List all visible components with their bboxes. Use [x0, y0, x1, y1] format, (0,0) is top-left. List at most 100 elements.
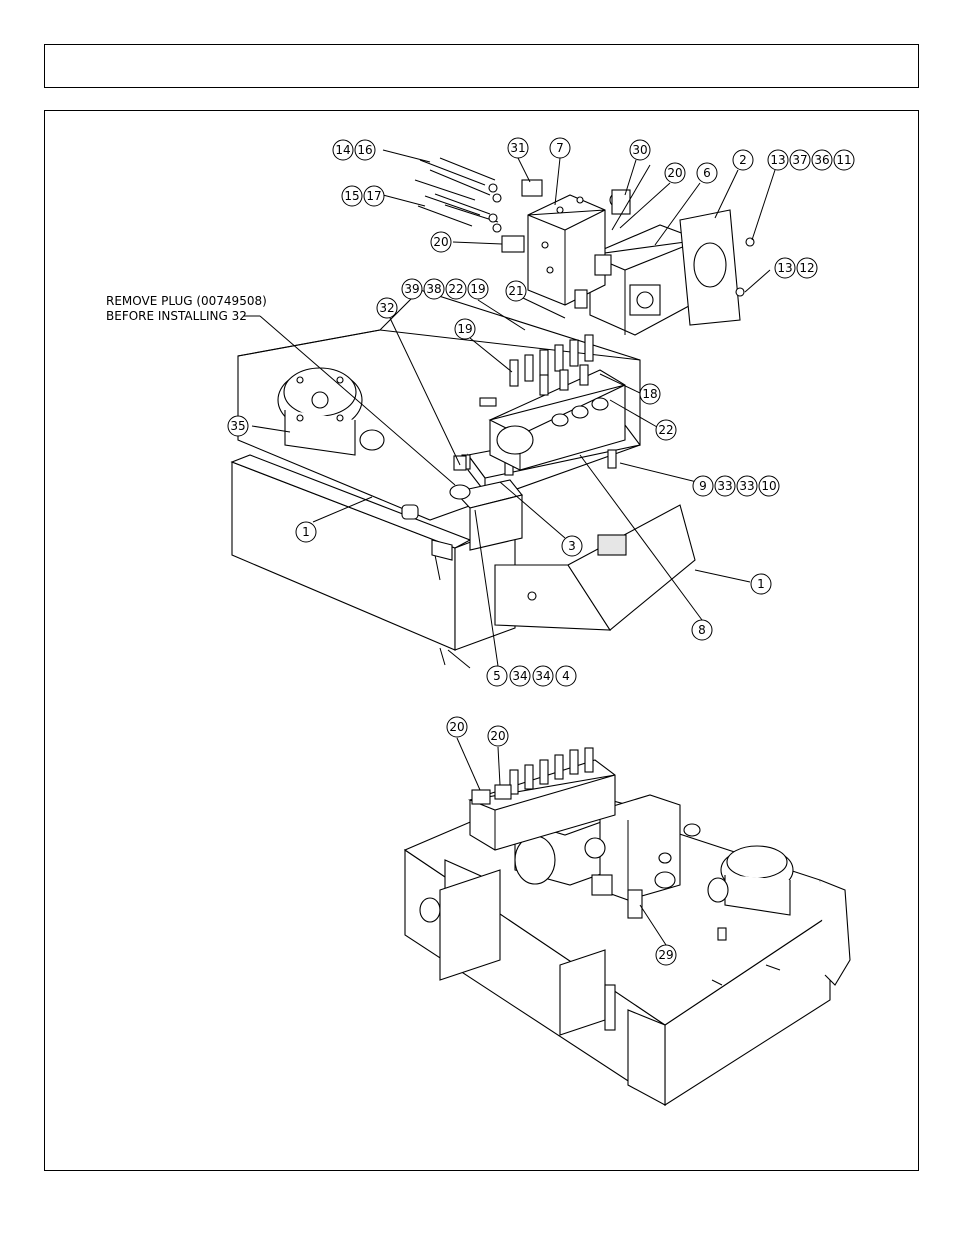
svg-text:5: 5	[493, 669, 501, 683]
callout-6: 6	[696, 162, 718, 184]
filter-assembly	[277, 367, 385, 456]
note-line-2: BEFORE INSTALLING 32	[106, 309, 247, 323]
callout-30: 30	[629, 139, 651, 161]
svg-text:16: 16	[357, 143, 372, 157]
svg-text:10: 10	[761, 479, 776, 493]
svg-text:37: 37	[792, 153, 807, 167]
diagram-frame	[44, 110, 919, 1171]
callout-13b: 13	[774, 257, 796, 279]
callout-8: 8	[691, 619, 713, 641]
svg-text:8: 8	[698, 623, 706, 637]
svg-text:19: 19	[457, 322, 472, 336]
callout-20c: 20	[446, 716, 468, 738]
control-valve-bank	[479, 334, 626, 471]
callout-22b: 22	[655, 419, 677, 441]
svg-text:21: 21	[508, 284, 523, 298]
callout-9: 9	[692, 475, 714, 497]
svg-text:18: 18	[642, 387, 657, 401]
callout-34a: 34	[509, 665, 531, 687]
svg-text:14: 14	[335, 143, 350, 157]
callout-2: 2	[732, 149, 754, 171]
callout-20a: 20	[664, 162, 686, 184]
callout-20d: 20	[487, 725, 509, 747]
svg-text:13: 13	[770, 153, 785, 167]
callout-37: 37	[789, 149, 811, 171]
svg-text:20: 20	[667, 166, 682, 180]
svg-text:1: 1	[757, 577, 765, 591]
install-note: REMOVE PLUG (00749508) BEFORE INSTALLING…	[106, 294, 267, 323]
svg-text:20: 20	[433, 235, 448, 249]
callout-3: 3	[561, 535, 583, 557]
svg-text:22: 22	[658, 423, 673, 437]
callout-33a: 33	[714, 475, 736, 497]
callout-11: 11	[833, 149, 855, 171]
callout-34b: 34	[532, 665, 554, 687]
svg-text:2: 2	[739, 153, 747, 167]
callout-5: 5	[486, 665, 508, 687]
svg-text:6: 6	[703, 166, 711, 180]
callout-22a: 22	[445, 278, 467, 300]
svg-text:34: 34	[535, 669, 550, 683]
callout-17: 17	[363, 185, 385, 207]
callout-16: 16	[354, 139, 376, 161]
svg-text:22: 22	[448, 282, 463, 296]
callout-10: 10	[758, 475, 780, 497]
svg-text:33: 33	[739, 479, 754, 493]
hydraulic-pump	[587, 224, 701, 336]
svg-text:3: 3	[568, 539, 576, 553]
svg-text:39: 39	[404, 282, 419, 296]
leader-lines-top	[243, 149, 776, 667]
callout-35: 35	[227, 415, 249, 437]
callout-19b: 19	[454, 318, 476, 340]
callout-14: 14	[332, 139, 354, 161]
svg-text:17: 17	[366, 189, 381, 203]
callout-29: 29	[655, 944, 677, 966]
svg-text:12: 12	[799, 261, 814, 275]
callout-20b: 20	[430, 231, 452, 253]
priority-valve-block	[527, 194, 606, 306]
svg-text:9: 9	[699, 479, 707, 493]
svg-text:33: 33	[717, 479, 732, 493]
callout-31: 31	[507, 137, 529, 159]
svg-text:30: 30	[632, 143, 647, 157]
top-assembly-drawing	[230, 149, 776, 669]
callout-1b: 1	[750, 573, 772, 595]
svg-text:1: 1	[302, 525, 310, 539]
callout-32: 32	[376, 297, 398, 319]
callout-4: 4	[555, 665, 577, 687]
callout-13a: 13	[767, 149, 789, 171]
svg-text:19: 19	[470, 282, 485, 296]
svg-text:20: 20	[490, 729, 505, 743]
block-fittings	[501, 179, 631, 309]
callout-15: 15	[341, 185, 363, 207]
callout-19a: 19	[467, 278, 489, 300]
pump-mount-flange	[679, 209, 755, 326]
svg-text:34: 34	[512, 669, 527, 683]
svg-text:15: 15	[344, 189, 359, 203]
bolt-set	[414, 157, 502, 233]
svg-text:7: 7	[556, 141, 564, 155]
callout-21: 21	[505, 280, 527, 302]
header-frame	[44, 44, 919, 88]
svg-text:20: 20	[449, 720, 464, 734]
bottom-assembly-drawing	[403, 737, 851, 1107]
callout-1a: 1	[295, 521, 317, 543]
callout-36: 36	[811, 149, 833, 171]
svg-text:4: 4	[562, 669, 570, 683]
svg-text:36: 36	[814, 153, 829, 167]
callout-12: 12	[796, 257, 818, 279]
callout-18: 18	[639, 383, 661, 405]
callout-38: 38	[423, 278, 445, 300]
callout-39: 39	[401, 278, 423, 300]
svg-text:29: 29	[658, 948, 673, 962]
svg-text:13: 13	[777, 261, 792, 275]
side-cover-right	[494, 504, 696, 631]
svg-text:38: 38	[426, 282, 441, 296]
note-line-1: REMOVE PLUG (00749508)	[106, 294, 267, 308]
svg-text:32: 32	[379, 301, 394, 315]
callout-7: 7	[549, 137, 571, 159]
svg-text:11: 11	[836, 153, 851, 167]
svg-text:31: 31	[510, 141, 525, 155]
svg-text:35: 35	[230, 419, 245, 433]
